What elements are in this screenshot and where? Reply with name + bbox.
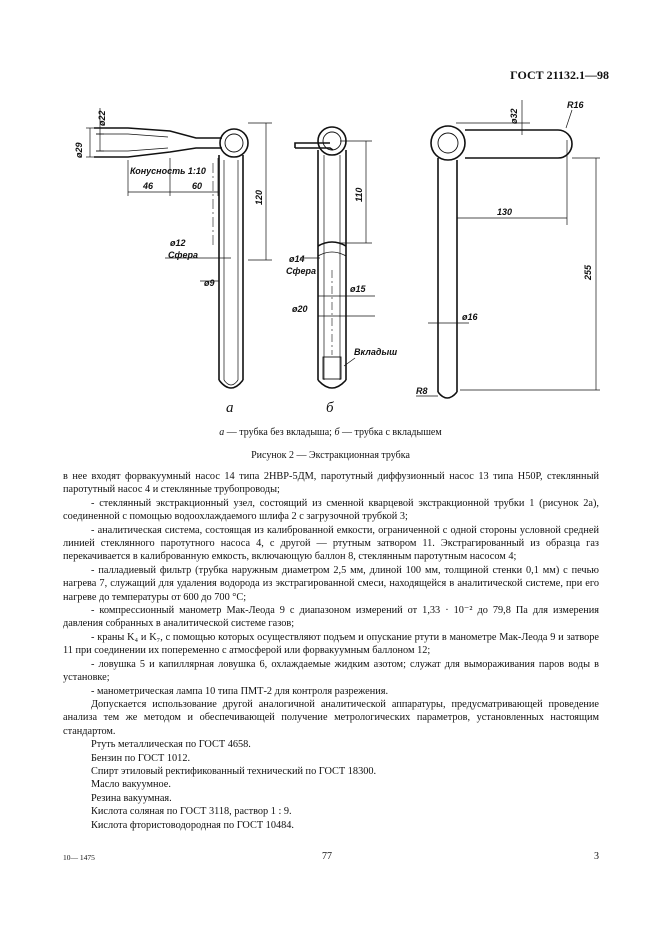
paragraph: - палладиевый фильтр (трубка наружным ди…: [63, 564, 599, 603]
footer-print-code: 10— 1475: [63, 853, 95, 862]
dim-c-l255: 255: [583, 264, 593, 281]
dim-a-l46: 46: [142, 181, 154, 191]
paragraph: - стеклянный экстракционный узел, состоя…: [63, 497, 599, 523]
dim-b-l110: 110: [354, 188, 364, 202]
label-a: а: [226, 400, 234, 416]
dim-c-r8: R8: [416, 386, 428, 396]
paragraph: Кислота соляная по ГОСТ 3118, раствор 1 …: [91, 806, 292, 818]
paragraph: Масло вакуумное.: [91, 779, 171, 791]
footer-sheet-number: 3: [594, 851, 599, 862]
paragraph: - краны K₄ и K₇, с помощью которых осуще…: [63, 631, 599, 657]
paragraph: - компрессионный манометр Мак-Леода 9 с …: [63, 605, 599, 630]
paragraph: Спирт этиловый ректификованный техническ…: [91, 765, 377, 777]
paragraph: в нее входят форвакуумный насос 14 типа …: [63, 471, 599, 496]
paragraph: Допускается использование другой аналоги…: [63, 698, 599, 737]
dim-b-d15: ø15: [350, 284, 367, 294]
dim-b-d20: ø20: [292, 304, 308, 314]
document-code: ГОСТ 21132.1—98: [510, 68, 609, 82]
tube-a-dimensions: [86, 108, 272, 282]
paragraph: Ртуть металлическая по ГОСТ 4658.: [91, 739, 251, 751]
figure-legend: а — трубка без вкладыша; б — трубка с вк…: [0, 427, 661, 438]
legend-b-text: — трубка с вкладышем: [339, 427, 442, 438]
paragraph: Резина вакуумная.: [91, 792, 172, 804]
tube-c-dimensions: [416, 100, 600, 397]
dim-b-insert: Вкладыш: [354, 347, 397, 357]
dim-c-l130: 130: [497, 207, 512, 217]
dim-a-d22: ø22: [97, 110, 107, 126]
dim-c-d32: ø32: [509, 108, 519, 124]
footer-page-number: 77: [322, 851, 332, 862]
dim-a-taper: Конусность 1:10: [130, 166, 206, 176]
dim-a-l60: 60: [192, 181, 202, 191]
figure-title: Рисунок 2 — Экстракционная трубка: [251, 450, 410, 461]
dim-c-d16: ø16: [462, 312, 479, 322]
dim-b-sphere: Сфера: [286, 266, 316, 276]
dim-a-sphere: Сфера: [168, 250, 198, 260]
paragraph: - ловушка 5 и капиллярная ловушка 6, охл…: [63, 658, 599, 684]
dim-b-d14: ø14: [289, 254, 305, 264]
paragraph: Кислота фтористоводородная по ГОСТ 10484…: [91, 819, 294, 831]
extraction-tube-figure: ø22 ø29 Конусность 1:10 46 60 120 ø12 Сф…: [74, 100, 600, 416]
paragraph: Бензин по ГОСТ 1012.: [91, 752, 191, 764]
tube-c-drawing: [430, 125, 573, 399]
tube-b-drawing: [294, 126, 347, 389]
paragraph: - манометрическая лампа 10 типа ПМТ-2 дл…: [91, 685, 389, 697]
dim-c-r16: R16: [567, 100, 585, 110]
label-b: б: [326, 400, 334, 416]
legend-a-key: а: [219, 427, 225, 438]
dim-a-l120: 120: [254, 190, 264, 205]
legend-a-text: — трубка без вкладыша;: [224, 427, 335, 438]
dim-a-d12: ø12: [170, 238, 186, 248]
legend-b-key: б: [334, 427, 340, 438]
dim-a-d29: ø29: [74, 142, 84, 158]
body-text: в нее входят форвакуумный насос 14 типа …: [63, 470, 599, 832]
dim-a-d9: ø9: [204, 278, 215, 288]
tube-b-dimensions: [300, 140, 375, 367]
tube-a-drawing: [94, 127, 249, 389]
paragraph: - аналитическая система, состоящая из ка…: [63, 524, 599, 563]
